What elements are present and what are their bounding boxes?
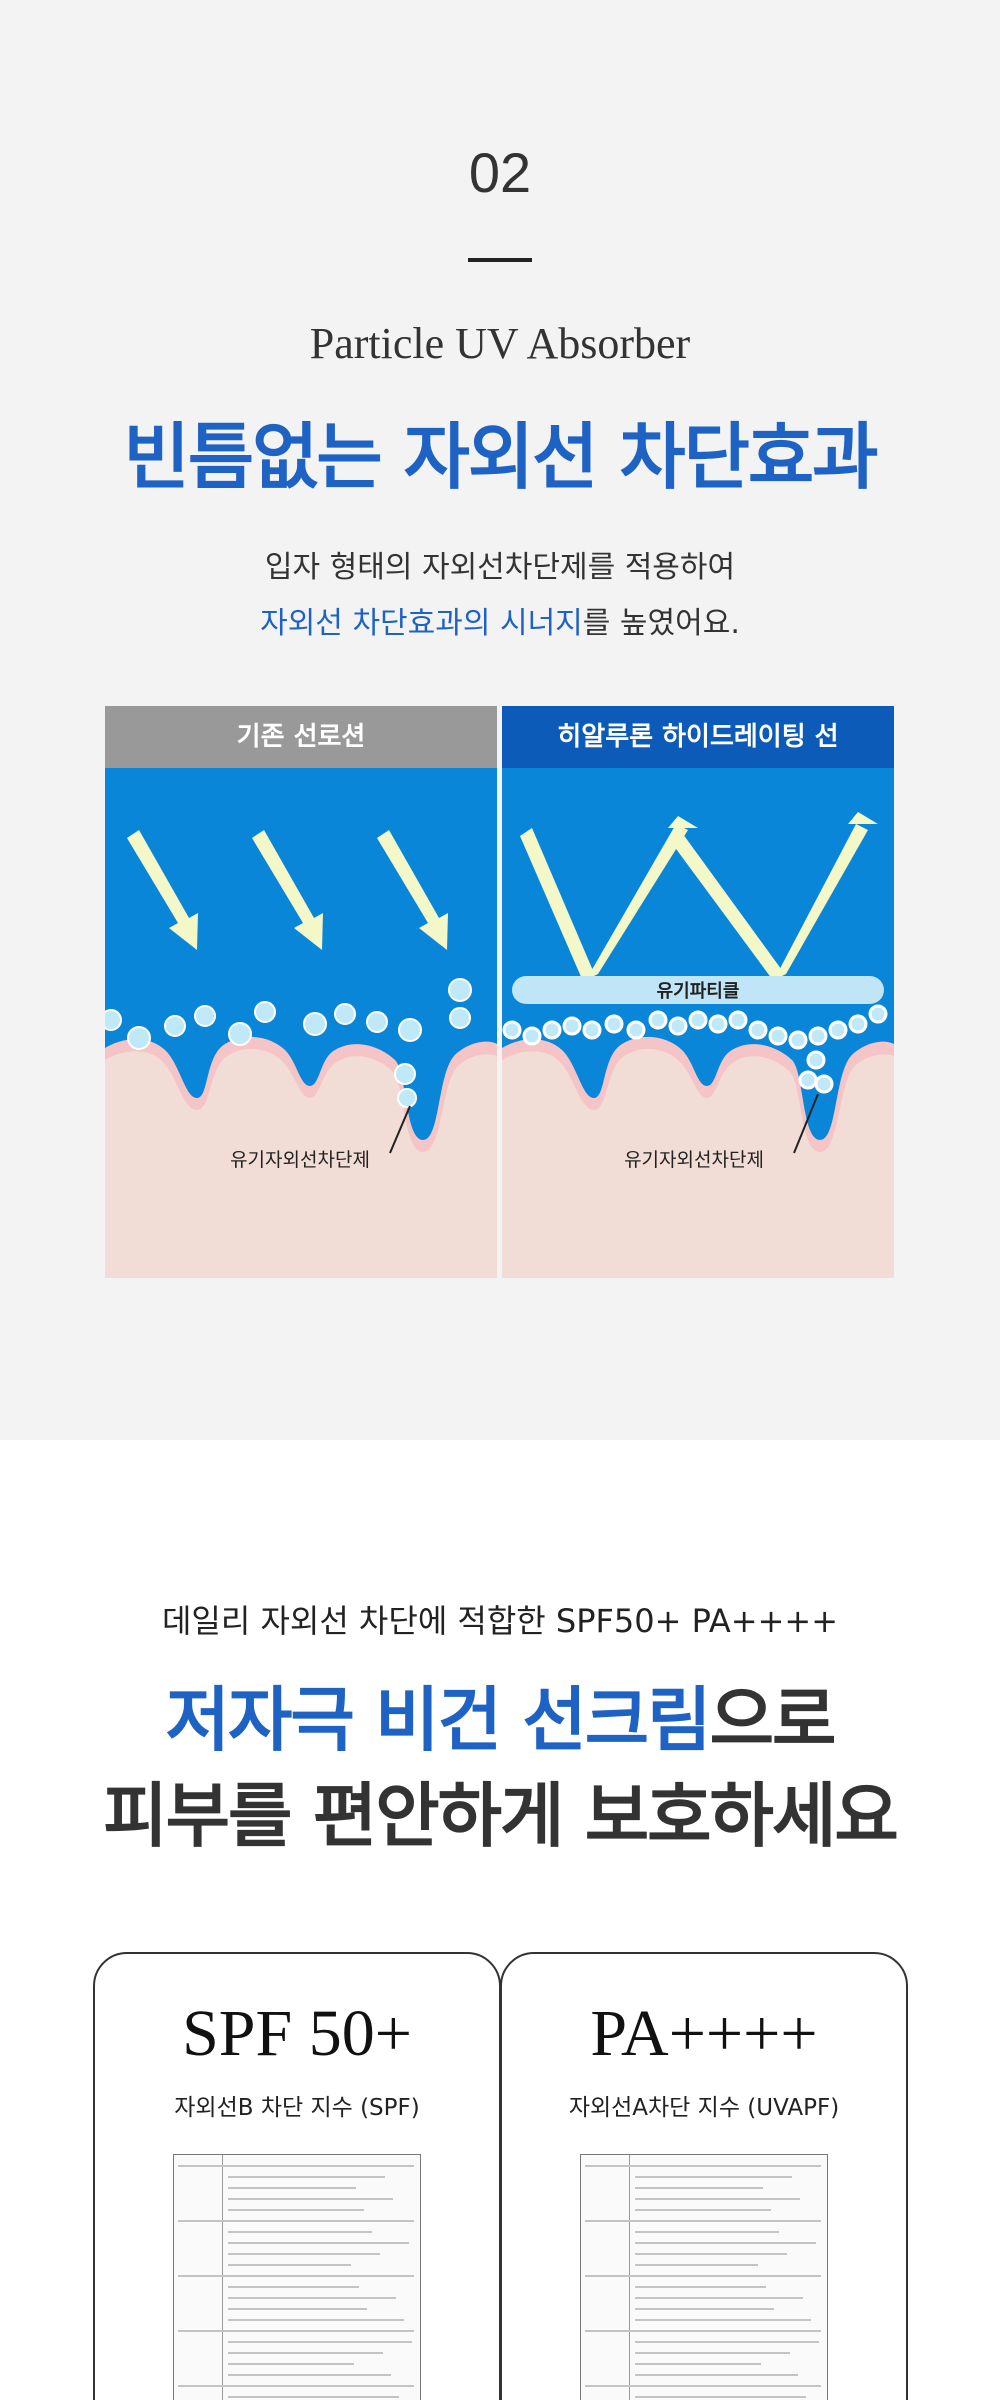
hydrating-illustration: 유기파티클 유기자외선차단제 — [502, 768, 894, 1278]
comparison-panel-existing: 기존 선로션 유기자외선차단제 — [105, 706, 497, 1278]
report-text-line — [228, 2352, 383, 2354]
report-text-line — [635, 2341, 819, 2343]
report-text-line — [178, 2275, 414, 2277]
description: 입자 형태의 자외선차단제를 적용하여 자외선 차단효과의 시너지를 높였어요. — [0, 540, 1000, 652]
report-text-line — [635, 2242, 816, 2244]
panel-title-existing: 기존 선로션 — [105, 706, 497, 768]
desc-line-1: 입자 형태의 자외선차단제를 적용하여 — [264, 550, 736, 585]
report-text-line — [635, 2319, 811, 2321]
test-report-image — [173, 2154, 421, 2400]
report-text-line — [635, 2176, 792, 2178]
report-text-line — [585, 2275, 821, 2277]
report-text-line — [228, 2319, 404, 2321]
report-text-line — [635, 2308, 774, 2310]
report-text-line — [228, 2176, 385, 2178]
report-text-line — [635, 2209, 771, 2211]
report-text-line — [228, 2396, 399, 2398]
report-text-line — [228, 2341, 412, 2343]
test-report-image — [580, 2154, 828, 2400]
spf-subtitle: 데일리 자외선 차단에 적합한 SPF50+ PA++++ — [161, 1602, 839, 1640]
spf-headline: 저자극 비건 선크림으로 피부를 편안하게 보호하세요 — [0, 1672, 1000, 1864]
headline: 빈틈없는 자외선 차단효과 — [123, 415, 879, 499]
spf-headline-line-2: 피부를 편안하게 보호하세요 — [103, 1775, 899, 1857]
section-particle-uv: 02 Particle UV Absorber 빈틈없는 자외선 차단효과 입자… — [0, 0, 1000, 1440]
report-text-line — [635, 2396, 806, 2398]
report-text-line — [635, 2352, 790, 2354]
report-text-line — [178, 2220, 414, 2222]
report-text-line — [585, 2330, 821, 2332]
report-text-line — [635, 2297, 803, 2299]
report-text-line — [228, 2198, 393, 2200]
report-text-line — [228, 2286, 359, 2288]
report-text-line — [228, 2297, 396, 2299]
existing-illustration: 유기자외선차단제 — [105, 768, 497, 1278]
report-text-line — [585, 2385, 821, 2387]
report-text-line — [228, 2253, 380, 2255]
spf-headline-line-1: 저자극 비건 선크림으로 — [0, 1672, 1000, 1768]
panel-label-hydrating: 유기자외선차단제 — [624, 1149, 764, 1171]
report-text-line — [228, 2308, 367, 2310]
desc-rest: 를 높였어요. — [582, 606, 740, 641]
report-text-line — [178, 2330, 414, 2332]
report-text-line — [178, 2385, 414, 2387]
report-text-line — [585, 2165, 821, 2167]
pa-value: PA++++ — [590, 1997, 818, 2070]
report-text-line — [635, 2374, 798, 2376]
divider-bar — [468, 258, 532, 262]
spf-card: SPF 50+ 자외선B 차단 지수 (SPF) — [93, 1952, 501, 2400]
report-text-line — [635, 2231, 779, 2233]
panel-title-hydrating: 히알루론 하이드레이팅 선 — [502, 706, 894, 768]
report-text-line — [635, 2253, 787, 2255]
report-text-line — [228, 2264, 351, 2266]
report-text-line — [228, 2374, 391, 2376]
panel-label-existing: 유기자외선차단제 — [230, 1149, 370, 1171]
report-text-line — [635, 2187, 763, 2189]
report-text-line — [635, 2264, 758, 2266]
report-text-line — [635, 2363, 761, 2365]
report-text-line — [178, 2165, 414, 2167]
comparison-panel-hydrating: 히알루론 하이드레이팅 선 유기파티클 — [502, 706, 894, 1278]
pa-card: PA++++ 자외선A차단 지수 (UVAPF) — [500, 1952, 908, 2400]
spf-caption: 자외선B 차단 지수 (SPF) — [174, 2095, 420, 2121]
particle-label: 유기파티클 — [657, 981, 740, 1002]
desc-highlight: 자외선 차단효과의 시너지 — [260, 606, 583, 641]
report-text-line — [228, 2242, 409, 2244]
report-text-line — [585, 2220, 821, 2222]
desc-line-2: 자외선 차단효과의 시너지를 높였어요. — [0, 596, 1000, 652]
spf-headline-rest: 으로 — [709, 1679, 837, 1761]
spf-headline-highlight: 저자극 비건 선크림 — [165, 1679, 712, 1761]
report-text-line — [635, 2286, 766, 2288]
report-text-line — [228, 2363, 354, 2365]
eng-title: Particle UV Absorber — [309, 319, 691, 368]
report-text-line — [228, 2209, 364, 2211]
report-text-line — [228, 2231, 372, 2233]
section-number: 02 — [468, 141, 532, 204]
pa-caption: 자외선A차단 지수 (UVAPF) — [568, 2095, 840, 2121]
spf-value: SPF 50+ — [182, 1997, 412, 2070]
report-text-line — [228, 2187, 356, 2189]
report-text-line — [635, 2198, 800, 2200]
